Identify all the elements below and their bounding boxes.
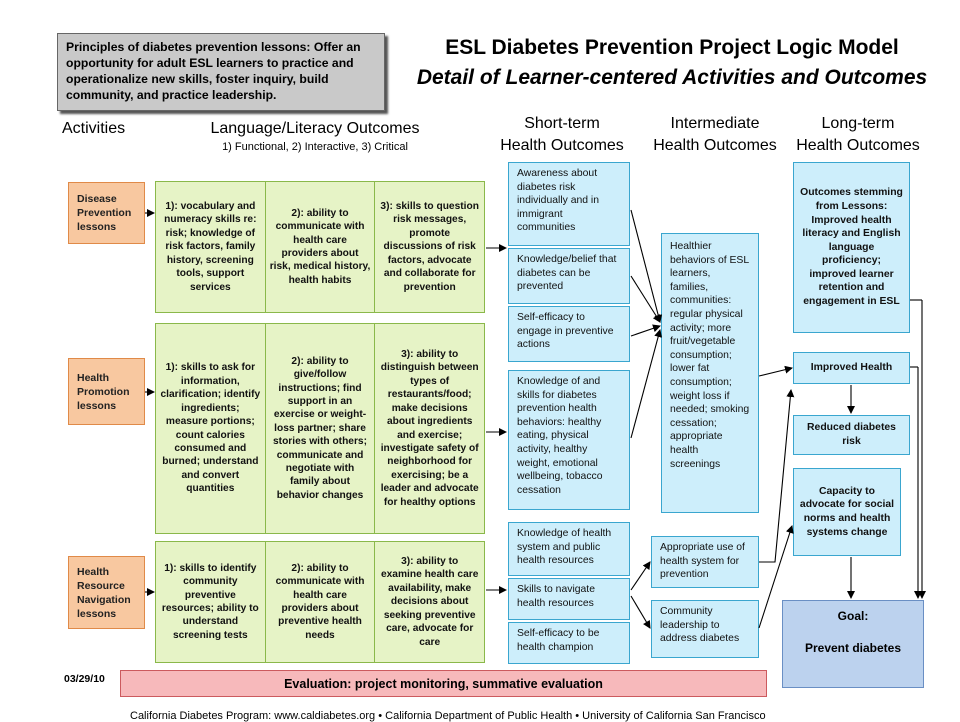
footer-credits: California Diabetes Program: www.caldiab… — [130, 710, 766, 722]
arrow-skills-behaviors — [630, 329, 663, 439]
arrow-navigate-leadership — [630, 595, 651, 629]
short-term-champion: Self-efficacy to be health champion — [508, 622, 630, 664]
literacy-row-promotion: 1): skills to ask for information, clari… — [155, 323, 485, 534]
long-term-reduced-risk: Reduced diabetes risk — [793, 415, 910, 455]
header-language: Language/Literacy Outcomes — [210, 120, 420, 137]
activity-disease-prevention: Disease Prevention lessons — [68, 182, 145, 244]
activity-health-promotion: Health Promotion lessons — [68, 358, 145, 425]
arrow-efficacy-behaviors — [630, 324, 661, 337]
literacy-functional: 1): skills to ask for information, clari… — [160, 362, 261, 495]
intermediate-behaviors: Healthier behaviors of ESL learners, fam… — [661, 233, 759, 513]
evaluation-bar: Evaluation: project monitoring, summativ… — [120, 670, 767, 697]
long-term-lessons-outcomes: Outcomes stemming from Lessons: Improved… — [793, 162, 910, 333]
header-activities: Activities — [62, 120, 126, 137]
header-short-term-2: Health Outcomes — [500, 137, 624, 154]
arrow-leadership-advocacy — [758, 525, 794, 629]
intermediate-health-system: Appropriate use of health system for pre… — [651, 536, 759, 588]
diagram-subtitle: Detail of Learner-centered Activities an… — [416, 66, 928, 89]
long-term-advocacy: Capacity to advocate for social norms an… — [793, 468, 901, 556]
literacy-row-navigation: 1): skills to identify community prevent… — [155, 541, 485, 663]
header-intermediate-1: Intermediate — [670, 115, 760, 132]
header-long-term-1: Long-term — [821, 115, 895, 132]
date-label: 03/29/10 — [64, 673, 105, 685]
short-term-awareness: Awareness about diabetes risk individual… — [508, 162, 630, 246]
literacy-row-disease: 1): vocabulary and numeracy skills re: r… — [155, 181, 485, 313]
goal-box: Goal: Prevent diabetes — [782, 600, 924, 688]
short-term-navigate: Skills to navigate health resources — [508, 578, 630, 620]
literacy-functional: 1): skills to identify community prevent… — [161, 562, 259, 641]
activity-resource-navigation: Health Resource Navigation lessons — [68, 556, 145, 629]
arrow-belief-behaviors — [630, 275, 661, 323]
goal-label: Goal: — [837, 609, 869, 623]
short-term-health-system: Knowledge of health system and public he… — [508, 522, 630, 576]
header-short-term-1: Short-term — [524, 115, 600, 132]
literacy-functional: 1): vocabulary and numeracy skills re: r… — [164, 201, 257, 293]
short-term-self-efficacy: Self-efficacy to engage in preventive ac… — [508, 306, 630, 362]
header-long-term-2: Health Outcomes — [796, 137, 920, 154]
short-term-behaviors: Knowledge of and skills for diabetes pre… — [508, 370, 630, 510]
header-language-sub: 1) Functional, 2) Interactive, 3) Critic… — [222, 141, 408, 153]
goal-text: Prevent diabetes — [804, 641, 902, 655]
literacy-interactive: 2): ability to communicate with health c… — [264, 542, 375, 662]
arrow-awareness-behaviors — [630, 209, 663, 323]
literacy-interactive: 2): ability to communicate with health c… — [264, 182, 375, 312]
literacy-critical: 3): ability to distinguish between types… — [374, 324, 484, 533]
literacy-critical: 3): ability to examine health care avail… — [374, 542, 484, 662]
literacy-interactive: 2): ability to give/follow instructions;… — [264, 324, 375, 533]
arrow-navigate-system — [630, 561, 651, 591]
arrow-system-health — [759, 389, 795, 563]
intermediate-leadership: Community leadership to address diabetes — [651, 600, 759, 658]
principles-box: Principles of diabetes prevention lesson… — [57, 33, 385, 111]
header-intermediate-2: Health Outcomes — [653, 137, 777, 154]
diagram-title: ESL Diabetes Prevention Project Logic Mo… — [445, 36, 899, 59]
long-term-improved-health: Improved Health — [793, 352, 910, 384]
arrow-behaviors-health — [758, 365, 793, 377]
short-term-knowledge-belief: Knowledge/belief that diabetes can be pr… — [508, 248, 630, 304]
literacy-critical: 3): skills to question risk messages, pr… — [374, 182, 484, 312]
